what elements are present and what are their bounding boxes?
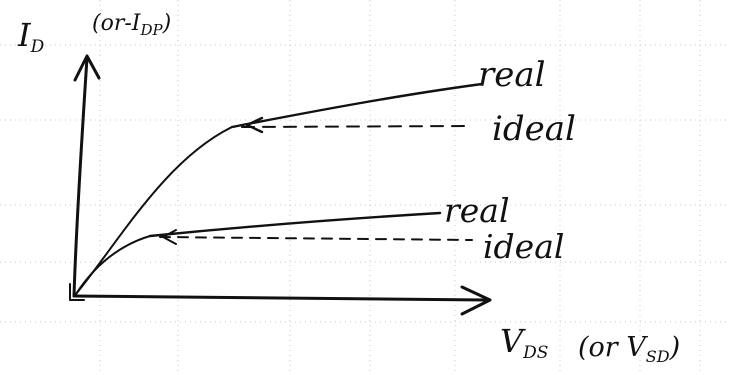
upper-curve xyxy=(75,82,484,295)
y-axis-label-symbol: I xyxy=(17,16,32,54)
lower-ideal-label: ideal xyxy=(483,227,564,266)
lower-real-label: real xyxy=(444,191,510,230)
upper-real-label: real xyxy=(478,55,546,95)
upper-ideal-arrowhead xyxy=(245,116,264,134)
y-axis-note-text: (or-I xyxy=(92,11,142,36)
y-axis-note-close: ) xyxy=(162,11,172,36)
x-axis-label: VDS xyxy=(500,322,548,363)
lower-ideal-arrowhead xyxy=(162,229,177,245)
lower-curve-rise xyxy=(75,235,151,295)
x-axis-label-note: (or VSD) xyxy=(578,332,680,366)
x-axis-note-text: (or V xyxy=(578,332,648,363)
origin-mark xyxy=(69,283,85,301)
x-axis-line xyxy=(72,294,488,302)
x-axis-label-symbol: V xyxy=(500,322,526,360)
x-axis-note-subscript: SD xyxy=(646,347,670,366)
x-axis-arrowhead xyxy=(460,285,492,316)
y-axis-line xyxy=(72,56,89,298)
y-axis-label-note: (or-IDP) xyxy=(92,11,171,39)
x-axis-note-close: ) xyxy=(669,332,681,363)
y-axis-arrowhead xyxy=(73,54,101,82)
upper-curve-real xyxy=(230,82,484,129)
axes xyxy=(69,54,492,316)
lower-curve-real xyxy=(148,211,442,238)
y-axis-note-subscript: DP xyxy=(139,21,163,39)
y-axis-label-subscript: D xyxy=(30,37,45,57)
y-axis-label: ID xyxy=(17,16,45,57)
lower-curve-ideal xyxy=(159,236,473,241)
upper-ideal-label: ideal xyxy=(492,109,576,149)
upper-curve-ideal xyxy=(241,125,471,128)
x-axis-label-subscript: DS xyxy=(522,343,548,363)
lower-curve xyxy=(75,211,473,295)
upper-curve-rise xyxy=(75,126,233,295)
